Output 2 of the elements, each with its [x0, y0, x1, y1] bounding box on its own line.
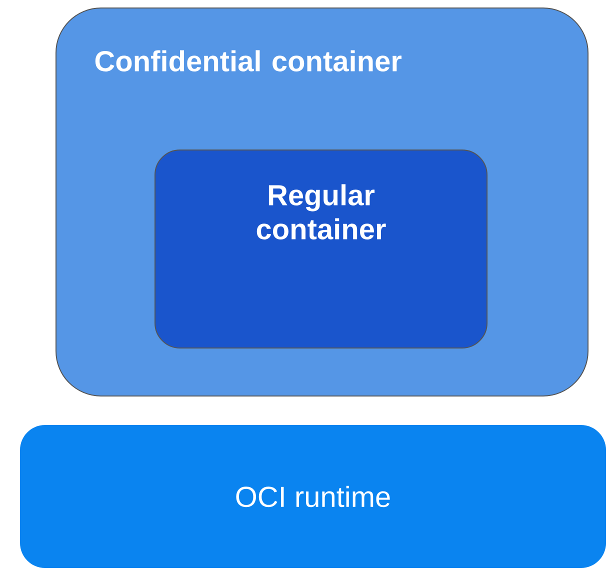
container-box: Regular container [154, 150, 488, 348]
runtime-bar: OCI runtime [20, 425, 606, 568]
